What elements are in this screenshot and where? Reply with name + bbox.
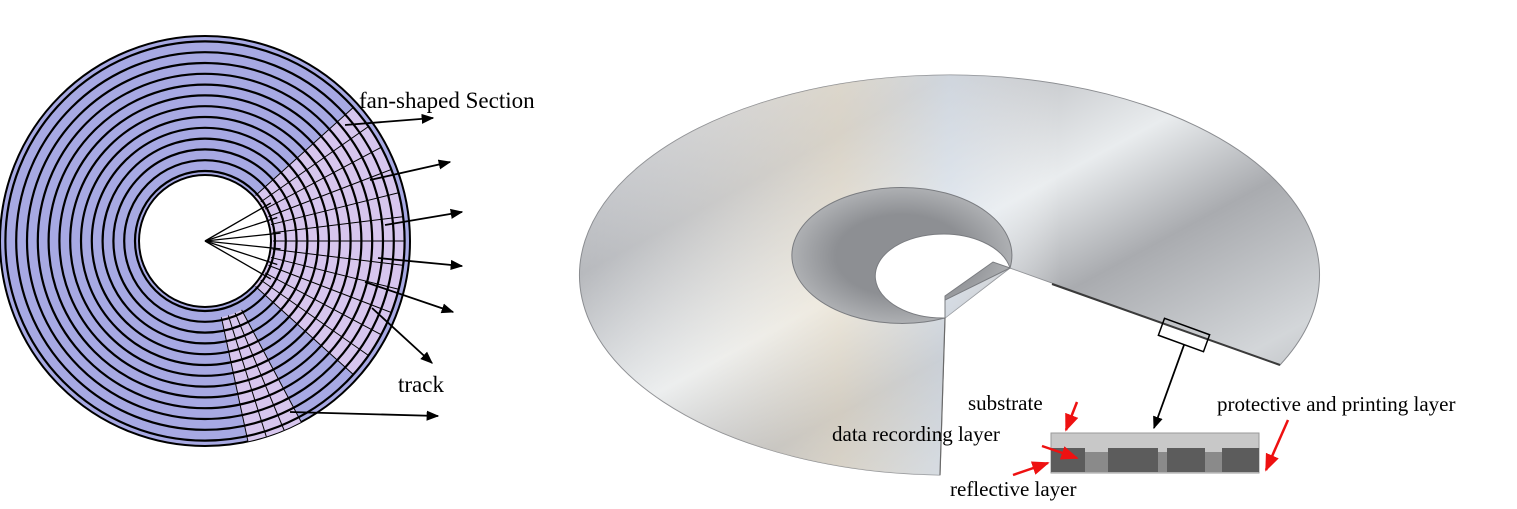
sector-grid-line xyxy=(227,315,267,437)
substrate-arrow xyxy=(1064,401,1079,432)
sector-grid-line xyxy=(268,169,391,218)
pointer-arrow xyxy=(289,410,440,421)
pointer-arrow xyxy=(371,307,433,364)
recording-pit xyxy=(1108,448,1158,472)
sector-grid-line xyxy=(264,147,381,210)
substrate-label: substrate xyxy=(968,391,1043,415)
pointer-arrow xyxy=(369,159,452,181)
recording-pits xyxy=(1051,448,1259,472)
layer-cross-section xyxy=(1050,432,1260,474)
fan-ray xyxy=(204,202,272,242)
sector-grid-line xyxy=(272,216,403,234)
fan-ray xyxy=(204,240,281,250)
sector-grid-line xyxy=(241,309,302,423)
sector-grid-line xyxy=(234,312,285,431)
sector-grid-line xyxy=(220,317,249,442)
pointer-arrow xyxy=(377,257,464,270)
disc-cut-edge-left xyxy=(939,317,946,476)
disc-center-hole xyxy=(874,233,1011,319)
reflective-layer-label: reflective layer xyxy=(950,477,1077,501)
sector-pointer-arrows xyxy=(289,113,464,421)
recording-pit xyxy=(1222,448,1259,472)
recording-pit xyxy=(1167,448,1205,472)
disc-cut-edge xyxy=(1051,283,1281,366)
fan-ray xyxy=(204,240,278,266)
sector-grid-line xyxy=(268,264,391,313)
zoom-region-box xyxy=(1157,317,1211,353)
sector-grid-line xyxy=(270,192,399,226)
protective-printing-layer-label: protective and printing layer xyxy=(1217,392,1456,416)
track-label: track xyxy=(398,372,444,397)
pointer-arrow xyxy=(384,208,464,226)
zoom-pointer-arrow xyxy=(1153,344,1185,430)
pointer-arrow xyxy=(364,281,455,314)
sector-grid-line xyxy=(255,107,354,196)
fan-shaped-sector-grid xyxy=(204,107,404,442)
sector-grid-line xyxy=(260,126,369,203)
sector-grid-line xyxy=(270,256,399,290)
reflective-arrow xyxy=(1012,461,1050,477)
data-recording-arrow xyxy=(1041,444,1079,460)
protective-arrow xyxy=(1264,419,1290,472)
data-recording-layer-label: data recording layer xyxy=(832,422,1000,446)
sector-grid-line xyxy=(264,272,381,335)
fan-ray xyxy=(204,240,272,280)
sector-grid-line xyxy=(255,286,354,375)
optical-disc-illustration xyxy=(579,74,1320,476)
pointer-arrow xyxy=(344,113,435,126)
fan-ray xyxy=(204,232,281,242)
sector-grid-line xyxy=(260,279,369,356)
fan-shaped-section-label: fan-shaped Section xyxy=(359,88,535,113)
optical-disc-diagram: substrate data recording layer reflectiv… xyxy=(579,74,1456,501)
fan-ray xyxy=(204,216,278,242)
disk-diagram: fan-shaped Section track xyxy=(0,35,535,447)
track-ring xyxy=(4,40,406,442)
sector-grid-line xyxy=(272,248,403,266)
